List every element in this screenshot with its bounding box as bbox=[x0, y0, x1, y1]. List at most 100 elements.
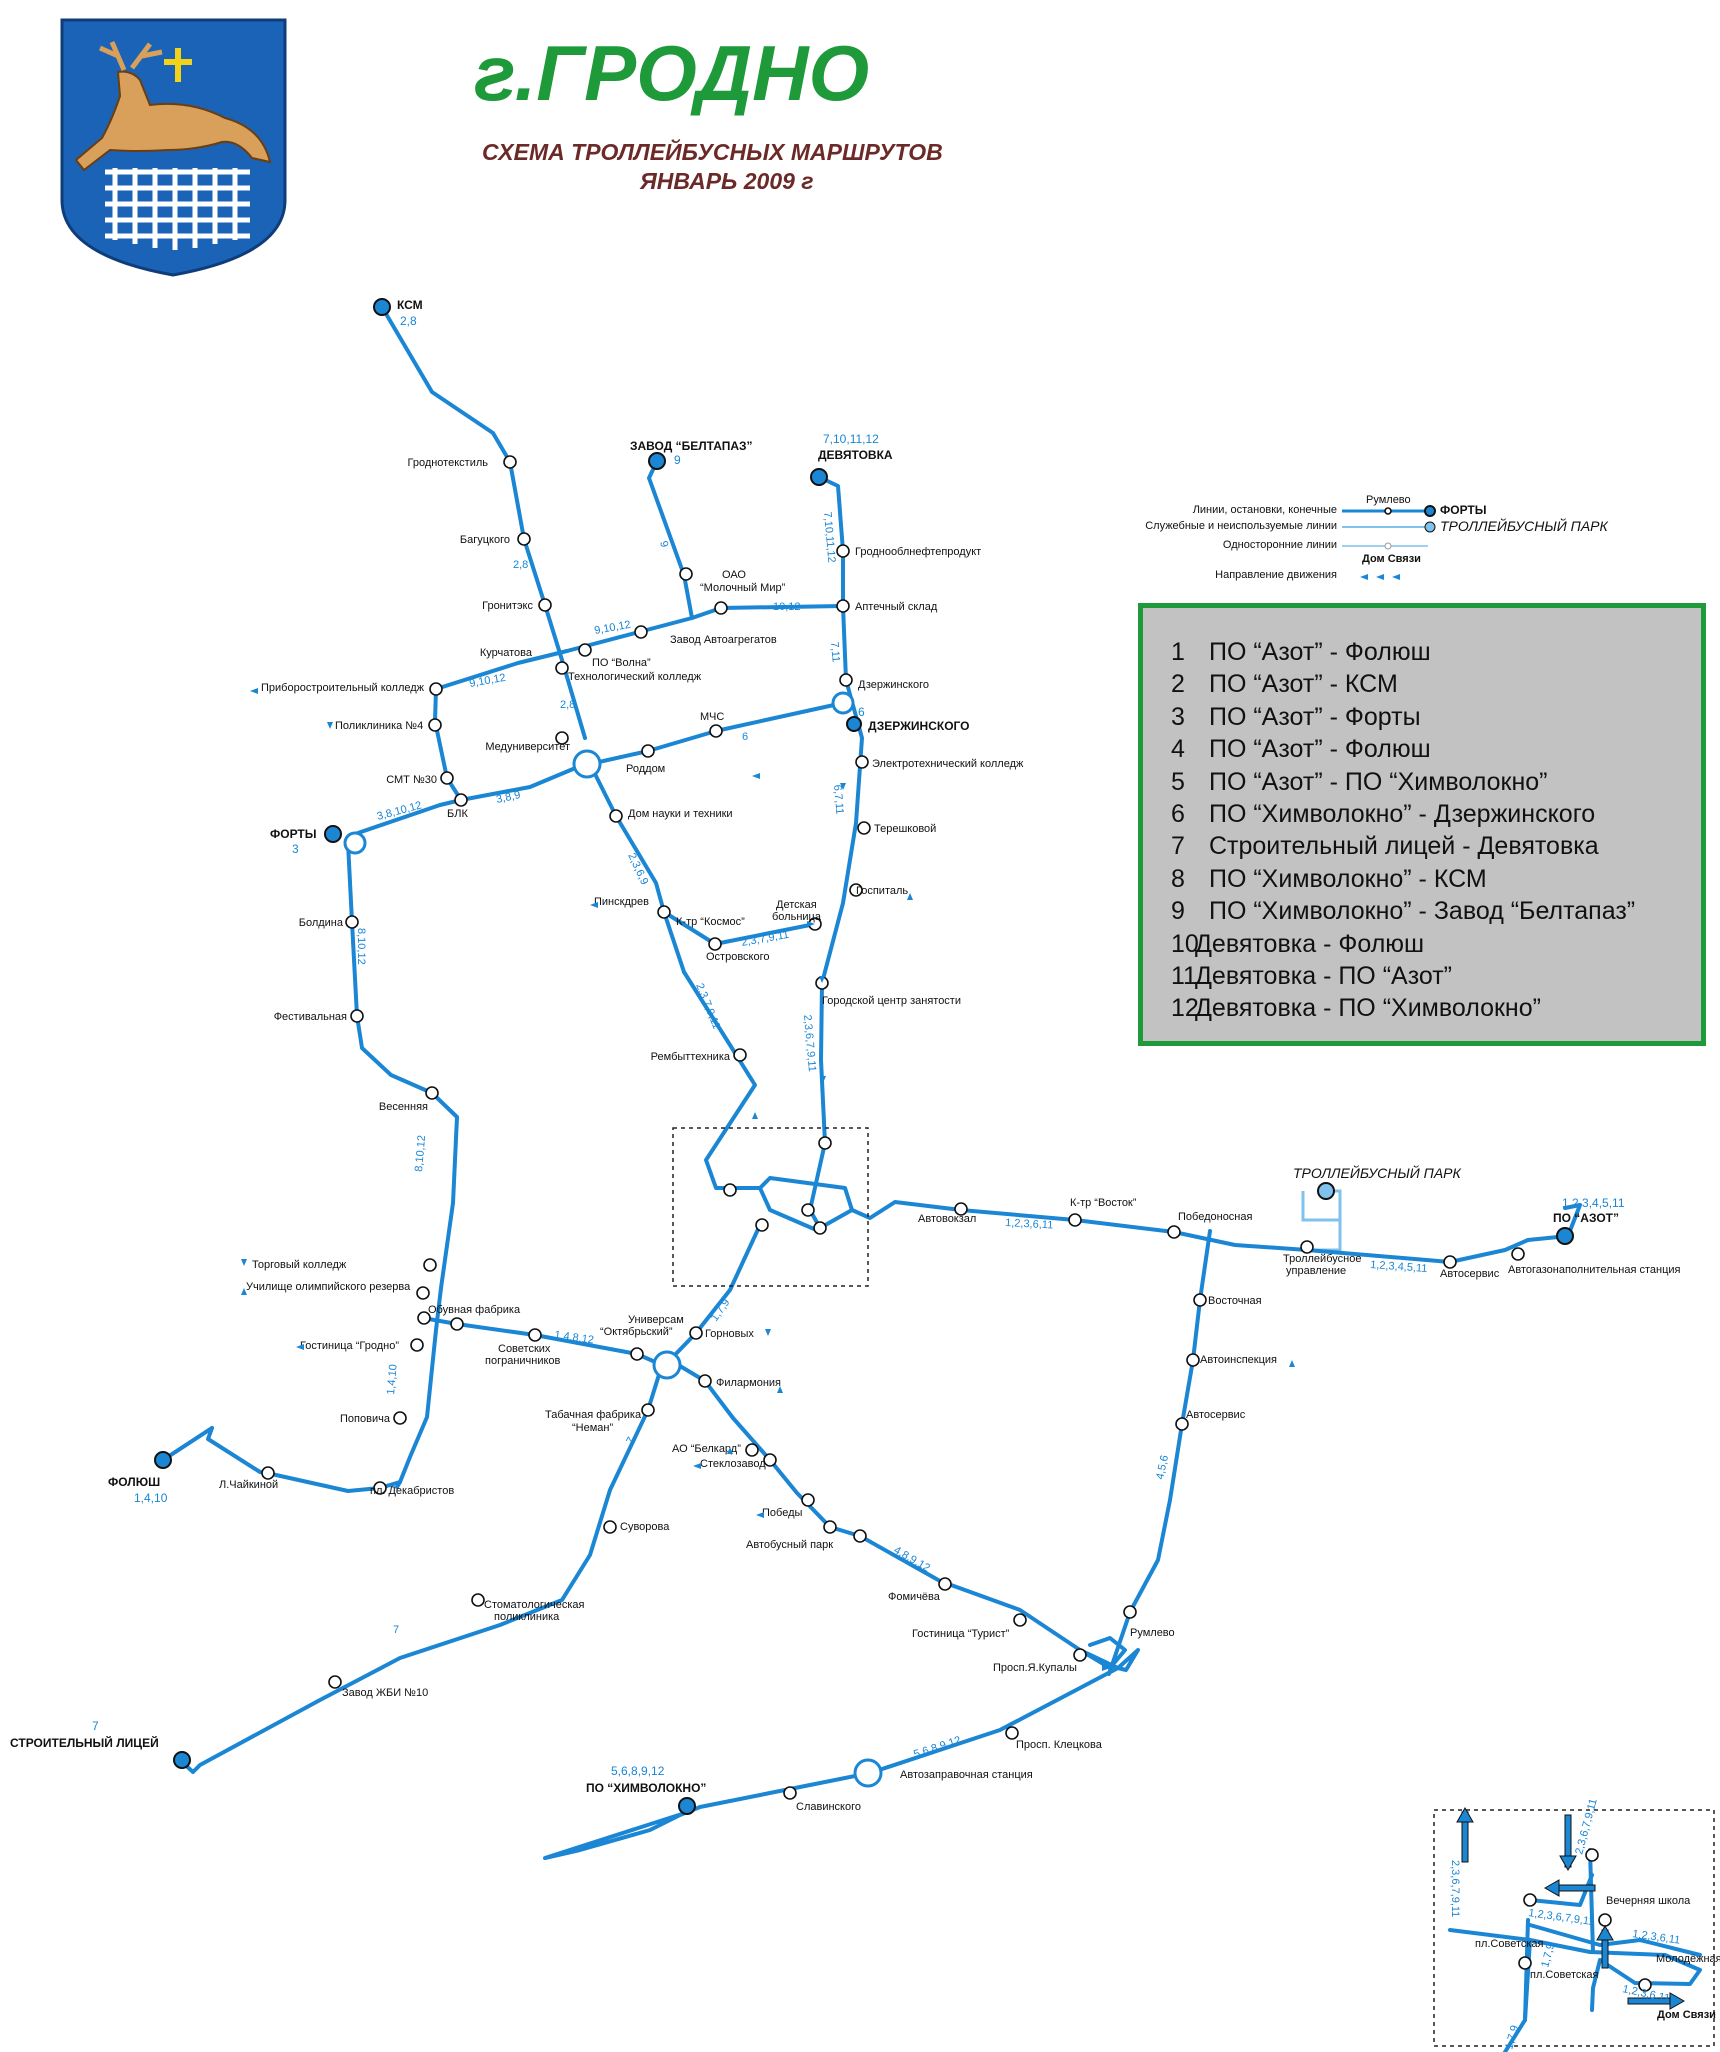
term-litsey-routes: 7 bbox=[92, 1719, 99, 1733]
map-label: Гроднотекстиль bbox=[407, 457, 488, 469]
map-label: Дом науки и техники bbox=[628, 808, 733, 820]
map-label: Филармония bbox=[716, 1377, 781, 1389]
center-inset bbox=[1433, 1809, 1715, 2047]
map-label: Дом Связи bbox=[1657, 2009, 1716, 2021]
term-azot-routes: 1,2,3,4,5,11 bbox=[1562, 1196, 1625, 1210]
term-khimvolokno-routes: 5,6,8,9,12 bbox=[611, 1764, 665, 1778]
map-label: 7,11 bbox=[828, 641, 842, 663]
depot-label: ТРОЛЛЕЙБУСНЫЙ ПАРК bbox=[1293, 1164, 1461, 1181]
map-label: 2,3,7,9,11 bbox=[740, 929, 789, 949]
map-label: Восточная bbox=[1208, 1295, 1262, 1307]
map-label: Гронитэкс bbox=[482, 600, 533, 612]
map-label: Гостиница “Турист” bbox=[912, 1628, 1010, 1640]
term-devyatovka-routes: 7,10,11,12 bbox=[823, 432, 879, 446]
map-label: МЧС bbox=[700, 711, 724, 723]
map-label: Победоносная bbox=[1178, 1211, 1252, 1223]
map-label: Весенняя bbox=[379, 1101, 428, 1113]
map-label: Просп.Я.Купалы bbox=[993, 1662, 1077, 1674]
map-label: Стеклозавод bbox=[700, 1458, 766, 1470]
legend-row-direction: Направление движения bbox=[1215, 569, 1337, 581]
map-label: Славинского bbox=[796, 1801, 861, 1813]
map-label: Автосервис bbox=[1186, 1409, 1246, 1421]
map-label: Фомичёва bbox=[888, 1591, 941, 1603]
map-label: ПО “Волна” bbox=[592, 657, 651, 669]
map-label: Автобусный парк bbox=[746, 1539, 833, 1551]
center-box bbox=[672, 1127, 869, 1287]
map-label: Автогазонаполнительная станция bbox=[1508, 1264, 1681, 1276]
map-label: Гостиница “Гродно” bbox=[300, 1340, 399, 1352]
map-label: пл.Советская bbox=[1475, 1938, 1544, 1950]
legend-row-service: Служебные и неиспользуемые линии bbox=[1145, 520, 1337, 532]
map-label: Госпиталь bbox=[856, 885, 908, 897]
map-label: Дзержинского bbox=[858, 679, 929, 691]
map-label: К-тр “Восток” bbox=[1070, 1197, 1137, 1209]
route-lines bbox=[158, 305, 1582, 1860]
map-label: Островского bbox=[706, 951, 770, 963]
map-label: 1,2,3,6,7,9,11 bbox=[1528, 1907, 1595, 1928]
map-label: 6,7,11 bbox=[831, 784, 846, 815]
map-label: 2,8 bbox=[560, 699, 575, 711]
map-label: Завод ЖБИ №10 bbox=[342, 1687, 428, 1699]
map-label: поликлиника bbox=[494, 1611, 560, 1623]
map-label: 8,10,12 bbox=[355, 928, 367, 965]
map-label: 3,8,9 bbox=[495, 789, 521, 806]
map-label: Просп. Клецкова bbox=[1016, 1739, 1103, 1751]
map-label: управление bbox=[1286, 1265, 1346, 1277]
map-label: 7 bbox=[393, 1624, 399, 1636]
map-label: Суворова bbox=[620, 1521, 670, 1533]
map-label: Багуцкого bbox=[460, 534, 510, 546]
map-label: 4,5,6 bbox=[1154, 1454, 1171, 1480]
term-ksm: КСМ bbox=[397, 298, 423, 312]
map-label: Училище олимпийского резерва bbox=[246, 1281, 411, 1293]
map-label: 2,3,6,7,9,11 bbox=[801, 1014, 818, 1072]
map-label: БЛК bbox=[447, 808, 468, 820]
map-label: 1,4,10 bbox=[385, 1364, 400, 1396]
map-label: Победы bbox=[762, 1507, 802, 1519]
map-label: Горновых bbox=[705, 1328, 754, 1340]
map-label: Медуниверситет bbox=[485, 741, 570, 753]
map-label: Детская bbox=[776, 899, 817, 911]
map-label: Рембыттехника bbox=[651, 1051, 731, 1063]
term-devyatovka: ДЕВЯТОВКА bbox=[818, 448, 893, 462]
map-label: Фестивальная bbox=[274, 1011, 347, 1023]
legend-row: 11Девятовка - ПО “Азот” bbox=[1171, 962, 1453, 991]
map-label: Автоинспекция bbox=[1200, 1354, 1277, 1366]
direction-arrows bbox=[241, 688, 1295, 1671]
legend-row: 12Девятовка - ПО “Химволокно” bbox=[1171, 994, 1541, 1023]
legend-row-lines: Линии, остановки, конечные bbox=[1193, 504, 1337, 516]
term-forty-routes: 3 bbox=[292, 842, 299, 856]
term-folyush-routes: 1,4,10 bbox=[134, 1491, 168, 1505]
map-label: СМТ №30 bbox=[386, 774, 437, 786]
map-label: Приборостроительный колледж bbox=[261, 682, 425, 694]
map-label: Троллейбусное bbox=[1283, 1253, 1361, 1265]
map-label: Поповича bbox=[340, 1413, 391, 1425]
term-khimvolokno: ПО “ХИМВОЛОКНО” bbox=[586, 1781, 706, 1795]
map-label: Торговый колледж bbox=[252, 1259, 347, 1271]
legend-sample-stop: Румлево bbox=[1366, 494, 1411, 506]
map-label: Вечерняя школа bbox=[1606, 1895, 1691, 1907]
map-label: 2,3,7,9,11 bbox=[693, 982, 722, 1031]
legend-sample-oneway: Дом Связи bbox=[1362, 553, 1421, 565]
stop-labels: Гроднотекстиль Багуцкого Гронитэкс Курча… bbox=[219, 457, 1681, 1813]
map-label: К-тр “Космос” bbox=[676, 916, 745, 928]
map-label: Обувная фабрика bbox=[428, 1304, 521, 1316]
map-label: пл. Декабристов bbox=[370, 1485, 454, 1497]
map-label: Аптечный склад bbox=[855, 601, 938, 613]
map-label: 9,10,12 bbox=[468, 672, 506, 690]
map-label: больница bbox=[772, 911, 822, 923]
map-label: Поликлиника №4 bbox=[335, 720, 423, 732]
map-label: 2,3,6,7,9,11 bbox=[1449, 1860, 1461, 1917]
term-beltapaz: ЗАВОД “БЕЛТАПАЗ” bbox=[630, 439, 753, 453]
map-label: Табачная фабрика bbox=[545, 1409, 642, 1421]
map-label: АО “Белкард” bbox=[672, 1443, 741, 1455]
term-folyush: ФОЛЮШ bbox=[108, 1475, 160, 1489]
map-label: “Октябрьский” bbox=[600, 1326, 673, 1338]
